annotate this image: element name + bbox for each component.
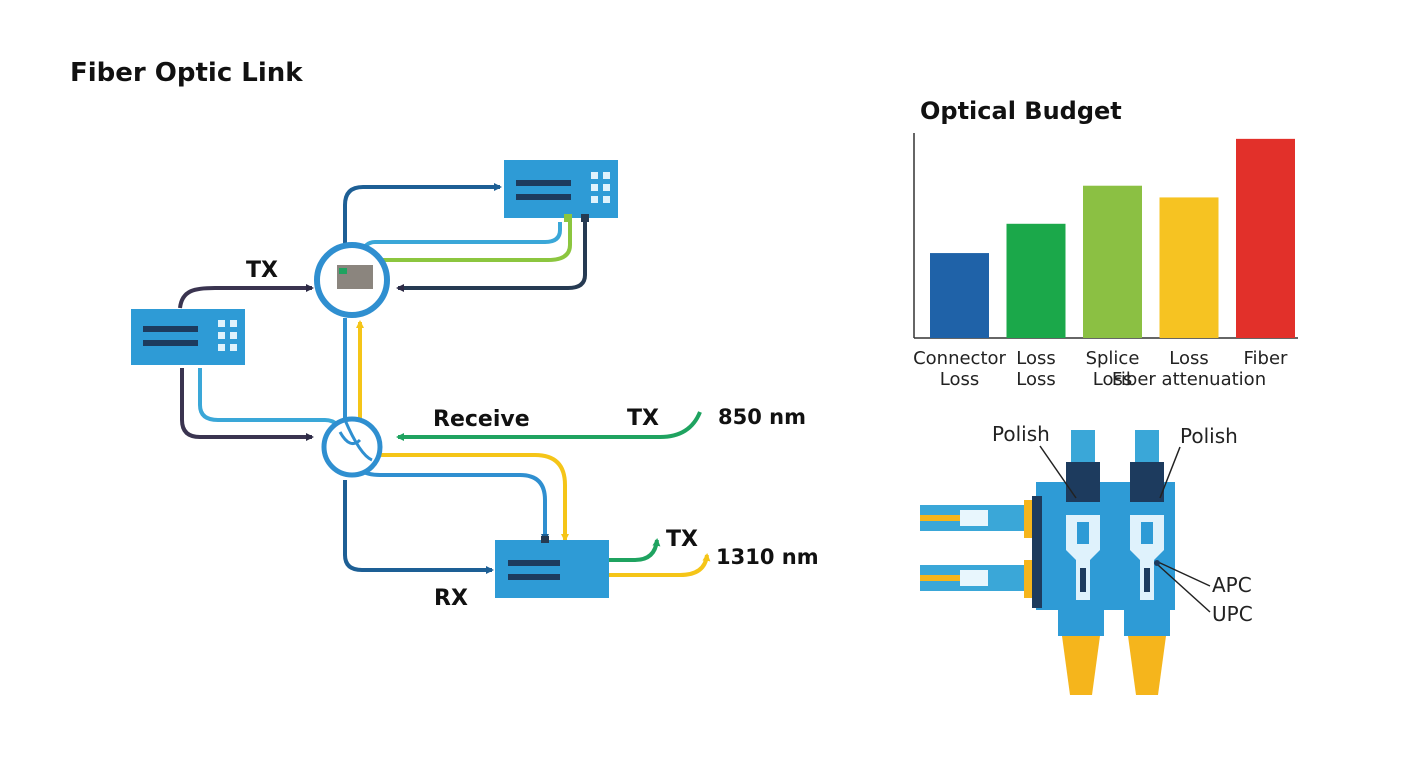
bottom-device-slot-2 [508,574,560,580]
bottom-device-port [541,536,549,543]
bottom-device [495,536,609,598]
top-device [504,160,618,222]
top-device-grid-icon [591,172,610,203]
chart-title: Optical Budget [920,97,1122,125]
boot-left-collar [1058,606,1104,636]
top-device-port-lime [564,214,572,222]
bottom-coupler-fibers [338,419,373,462]
chart-bar-1 [930,253,989,338]
chart-category-labels: ConnectorLossLossLossSpliceLossLossFiber… [913,348,1288,390]
fiber-tx-top [178,284,314,309]
chart-bar-3 [1083,185,1142,338]
connector-latches [1066,515,1164,600]
leader-upc [1157,564,1211,613]
boot-right [1128,636,1166,695]
chart-tick-label-4-1: Loss [1169,348,1208,369]
label-850nm: 850 nm [718,405,806,429]
connector-body-edge [1032,496,1042,608]
top-device-body [504,160,618,218]
label-polish-right: Polish [1180,424,1238,448]
coupler-chip-led [339,268,347,274]
chart-tick-label-2-2: Loss [1016,369,1055,390]
fiber-lime-return [360,222,572,276]
fiber-rx [343,480,494,574]
label-tx-mid: TX [627,406,659,431]
fiber-yellow-to-bottom-device [358,439,569,542]
chart-tick-label-3-1: Splice [1086,348,1140,369]
fiber-left-teal [198,368,347,441]
bottom-device-body [495,540,609,598]
fiber-paths [178,183,711,577]
chart-tick-label-1-1: Connector [913,348,1006,369]
left-device-slot-2 [143,340,198,346]
leader-polish-left [1039,445,1077,499]
left-device-slot-1 [143,326,198,332]
top-device-slot-2 [516,194,571,200]
connector-illustration: Polish Polish APC UPC [920,422,1253,695]
fiber-receive [396,411,702,441]
chart-bars [930,138,1295,338]
fiber-left-to-coupler [180,368,314,441]
apc-upc-point [1154,560,1160,566]
fiber-dark-return [396,220,587,292]
chart-tick-label-5-1: Fiber [1244,348,1289,369]
top-device-slot-1 [516,180,571,186]
fiber-teal-return [358,222,562,263]
polish-block-right [1130,462,1164,502]
optical-budget-chart: Optical Budget ConnectorLossLossLossSpli… [913,97,1298,390]
ferrule-right-top [1135,430,1159,464]
fiber-tx-850-out [585,538,661,562]
chart-bar-5 [1236,138,1295,338]
connector-latch-slots [1077,522,1153,592]
boot-left [1062,636,1100,695]
fiber-blue-to-bottom-device [348,454,549,542]
chart-bar-4 [1159,197,1219,338]
bottom-device-slot-1 [508,560,560,566]
label-upc: UPC [1212,602,1253,626]
label-tx-top: TX [246,258,278,283]
label-1310nm: 1310 nm [716,545,819,569]
left-device-body [131,309,245,365]
leader-polish-right [1159,446,1181,499]
bottom-coupler-ring [321,416,383,478]
chart-tick-label-1-2: Loss [940,369,979,390]
diagram-title: Fiber Optic Link [70,58,303,88]
bottom-coupler [321,416,383,478]
label-tx-low: TX [666,527,698,552]
left-fiber-tails [920,500,1040,598]
chart-bar-2 [1006,223,1066,338]
left-device [131,309,245,365]
chart-tick-label-2-1: Loss [1016,348,1055,369]
top-coupler [314,242,390,318]
left-device-grid-icon [218,320,237,351]
label-polish-left: Polish [992,422,1050,446]
boot-right-collar [1124,606,1170,636]
label-rx: RX [434,586,468,611]
label-receive: Receive [433,407,530,432]
top-device-port-dark [581,214,589,222]
fiber-to-top-device [343,183,502,250]
leader-apc [1157,561,1211,587]
chart-tick-label-3-2: Loss [1093,369,1132,390]
label-apc: APC [1212,573,1252,597]
chart-tick-label-4-2: Fiber attenuation [1112,369,1266,390]
ferrule-left-top [1071,430,1095,464]
polish-block-left [1066,462,1100,502]
